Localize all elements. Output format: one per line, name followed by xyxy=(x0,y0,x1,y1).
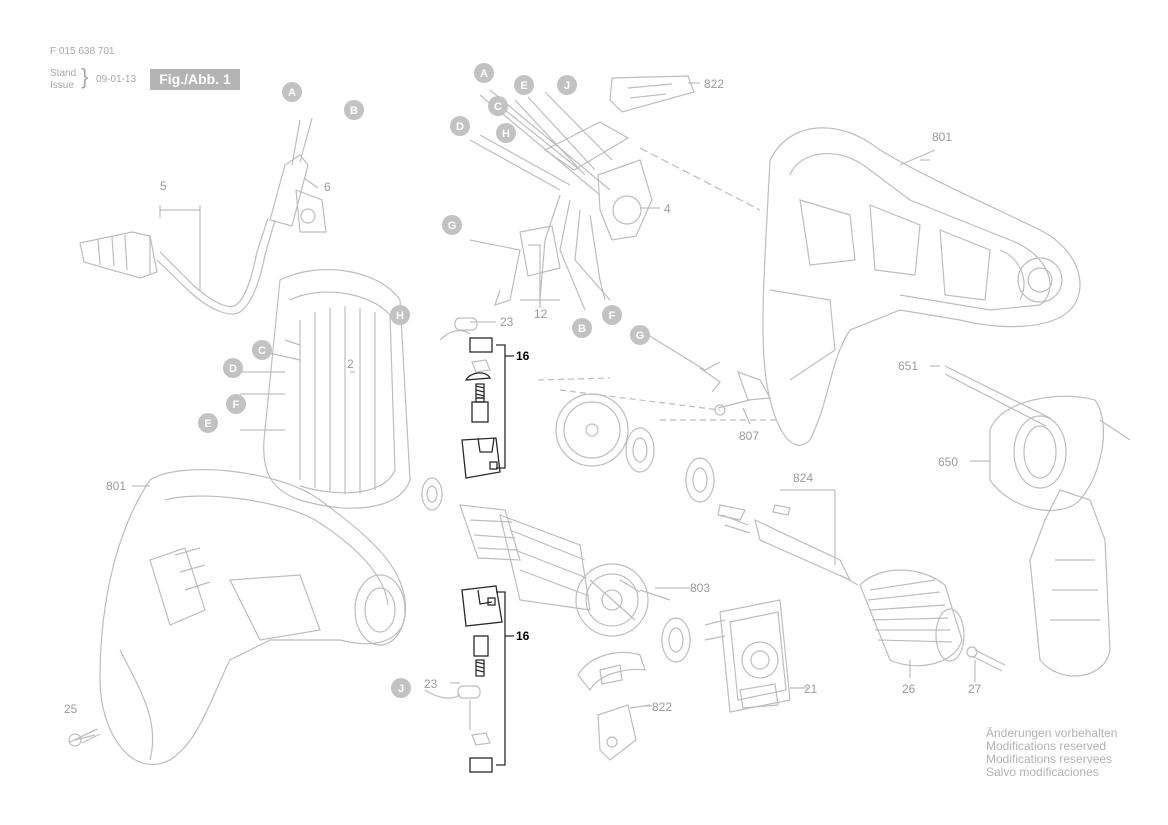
marker-e-switch: E xyxy=(514,75,534,95)
part-label: 26 xyxy=(902,682,916,696)
screw-25 xyxy=(68,728,101,747)
svg-text:C: C xyxy=(258,345,266,357)
svg-text:H: H xyxy=(396,310,404,322)
svg-text:B: B xyxy=(350,105,358,117)
brace-icon: } xyxy=(81,64,89,89)
marker-j-brush: J xyxy=(391,678,411,698)
svg-text:C: C xyxy=(494,101,502,113)
switch-assembly xyxy=(469,75,761,311)
marker-g-switch: G xyxy=(442,215,462,235)
housing-right xyxy=(639,127,1081,446)
wire-markers: A B A E J C H D G B F H G C D F E J xyxy=(198,63,650,698)
svg-text:F: F xyxy=(233,399,240,411)
svg-text:E: E xyxy=(520,80,527,92)
armature xyxy=(459,504,691,663)
part-numbers: 5 6 822 4 12 23 16 2 801 651 650 801 824… xyxy=(64,77,982,716)
brush-kit-top xyxy=(439,317,514,479)
marker-d-switch: D xyxy=(450,116,470,136)
svg-text:D: D xyxy=(229,363,237,375)
power-cord xyxy=(79,117,327,315)
chuck xyxy=(839,569,1006,672)
marker-e-stator: E xyxy=(198,413,218,433)
housing-left xyxy=(69,468,407,766)
marker-a-switch: A xyxy=(474,63,494,83)
part-label: 23 xyxy=(424,677,438,691)
brush-cover xyxy=(577,651,651,761)
footer-line: Änderungen vorbehalten xyxy=(986,726,1118,740)
marker-a-top-left: A xyxy=(282,82,302,102)
svg-text:B: B xyxy=(578,323,586,335)
part-label: 801 xyxy=(932,130,952,144)
marker-h-brush: H xyxy=(390,305,410,325)
svg-text:J: J xyxy=(564,80,570,92)
footer-line: Salvo modificaciones xyxy=(986,765,1099,779)
issue-label: Issue xyxy=(50,80,74,91)
marker-c-switch: C xyxy=(488,96,508,116)
svg-text:J: J xyxy=(398,683,404,695)
aux-handle xyxy=(944,365,1131,677)
figure-label: Fig./Abb. 1 xyxy=(150,69,240,90)
footer-line: Modifications reserved xyxy=(986,739,1107,753)
part-label: 651 xyxy=(898,359,918,373)
marker-f-switch: F xyxy=(602,305,622,325)
part-label: 2 xyxy=(347,357,354,371)
part-label: 21 xyxy=(804,682,818,696)
svg-text:A: A xyxy=(288,87,296,99)
issue-date: 09-01-13 xyxy=(96,74,137,85)
part-label: 23 xyxy=(500,315,514,329)
svg-text:G: G xyxy=(448,220,457,232)
part-label: 27 xyxy=(968,682,982,696)
part-label: 807 xyxy=(739,429,759,443)
stand-label: Stand xyxy=(50,68,77,79)
marker-b-top-left: B xyxy=(344,100,364,120)
footer-disclaimer: Änderungen vorbehalten Modifications res… xyxy=(986,727,1117,779)
brush-plate xyxy=(704,599,791,713)
part-label: 6 xyxy=(324,180,331,194)
part-label: 16 xyxy=(516,629,530,643)
marker-f-stator: F xyxy=(226,394,246,414)
svg-text:A: A xyxy=(480,68,488,80)
marker-h-switch: H xyxy=(496,123,516,143)
svg-text:E: E xyxy=(204,418,211,430)
part-label: 16 xyxy=(516,349,530,363)
part-label: 822 xyxy=(652,700,672,714)
part-label: 12 xyxy=(534,307,548,321)
part-label: 822 xyxy=(704,77,724,91)
marker-b-bottom: B xyxy=(572,318,592,338)
part-label: 803 xyxy=(690,581,710,595)
marker-g-housing: G xyxy=(630,325,650,345)
svg-text:H: H xyxy=(502,128,510,140)
svg-text:G: G xyxy=(636,330,645,342)
svg-text:F: F xyxy=(609,310,616,322)
doc-number: F 015 638 701 xyxy=(50,46,115,57)
part-label: 650 xyxy=(938,455,958,469)
brush-kit-bottom xyxy=(424,585,514,773)
leader-lines xyxy=(132,82,990,707)
svg-text:D: D xyxy=(456,121,464,133)
part-label: 824 xyxy=(793,471,813,485)
part-label: 25 xyxy=(64,702,78,716)
part-label: 801 xyxy=(106,479,126,493)
marker-c-stator: C xyxy=(252,340,272,360)
marker-d-stator: D xyxy=(223,358,243,378)
marker-j-switch: J xyxy=(557,75,577,95)
stator-coil xyxy=(240,269,443,511)
footer-line: Modifications reservees xyxy=(986,752,1113,766)
part-label: 5 xyxy=(160,179,167,193)
part-label: 4 xyxy=(664,202,671,216)
